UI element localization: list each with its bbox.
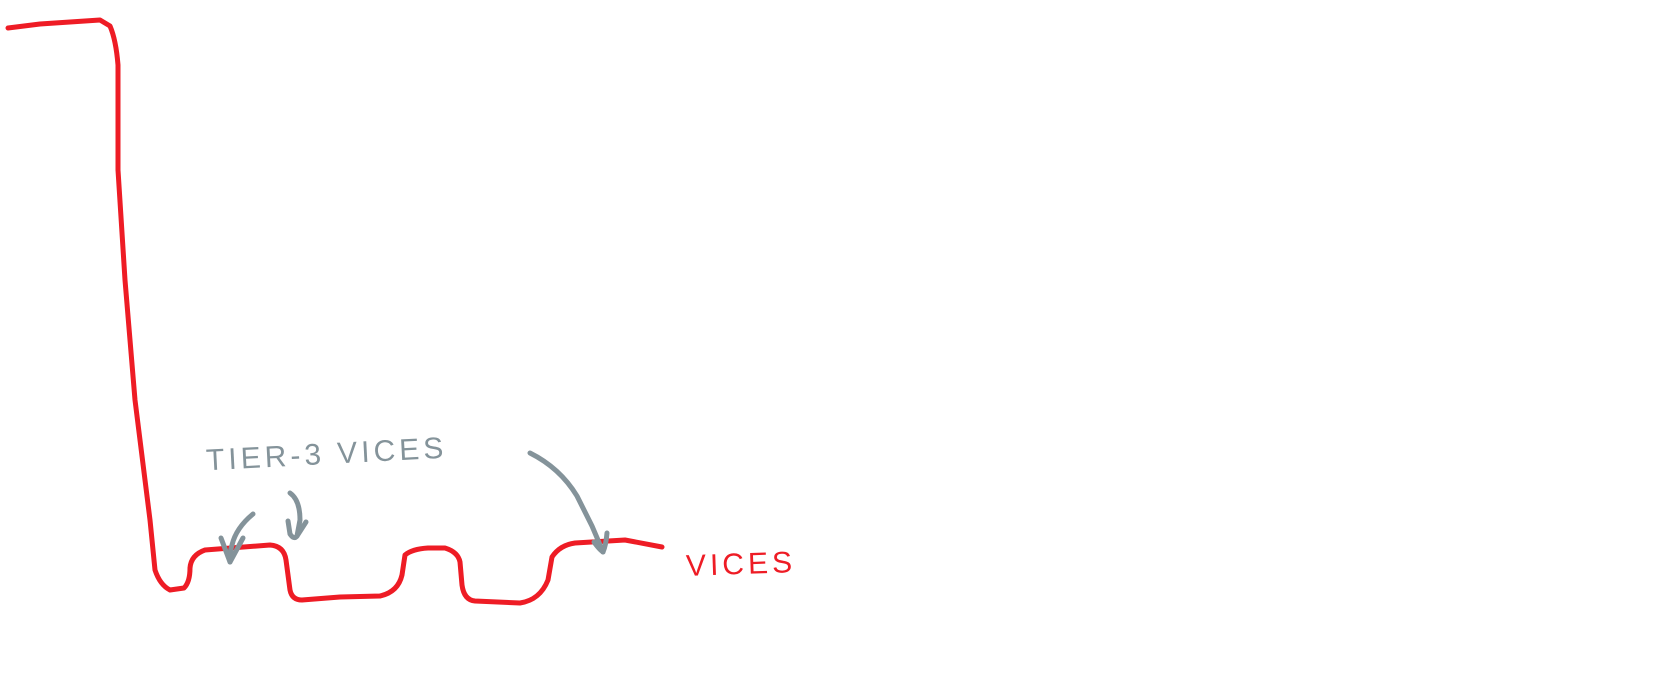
- arrow-3: [527, 450, 610, 555]
- red-curve-line: [5, 17, 665, 606]
- arrow-2: [285, 490, 309, 541]
- arrow-1: [218, 511, 256, 565]
- vices-label: VICES: [685, 546, 797, 583]
